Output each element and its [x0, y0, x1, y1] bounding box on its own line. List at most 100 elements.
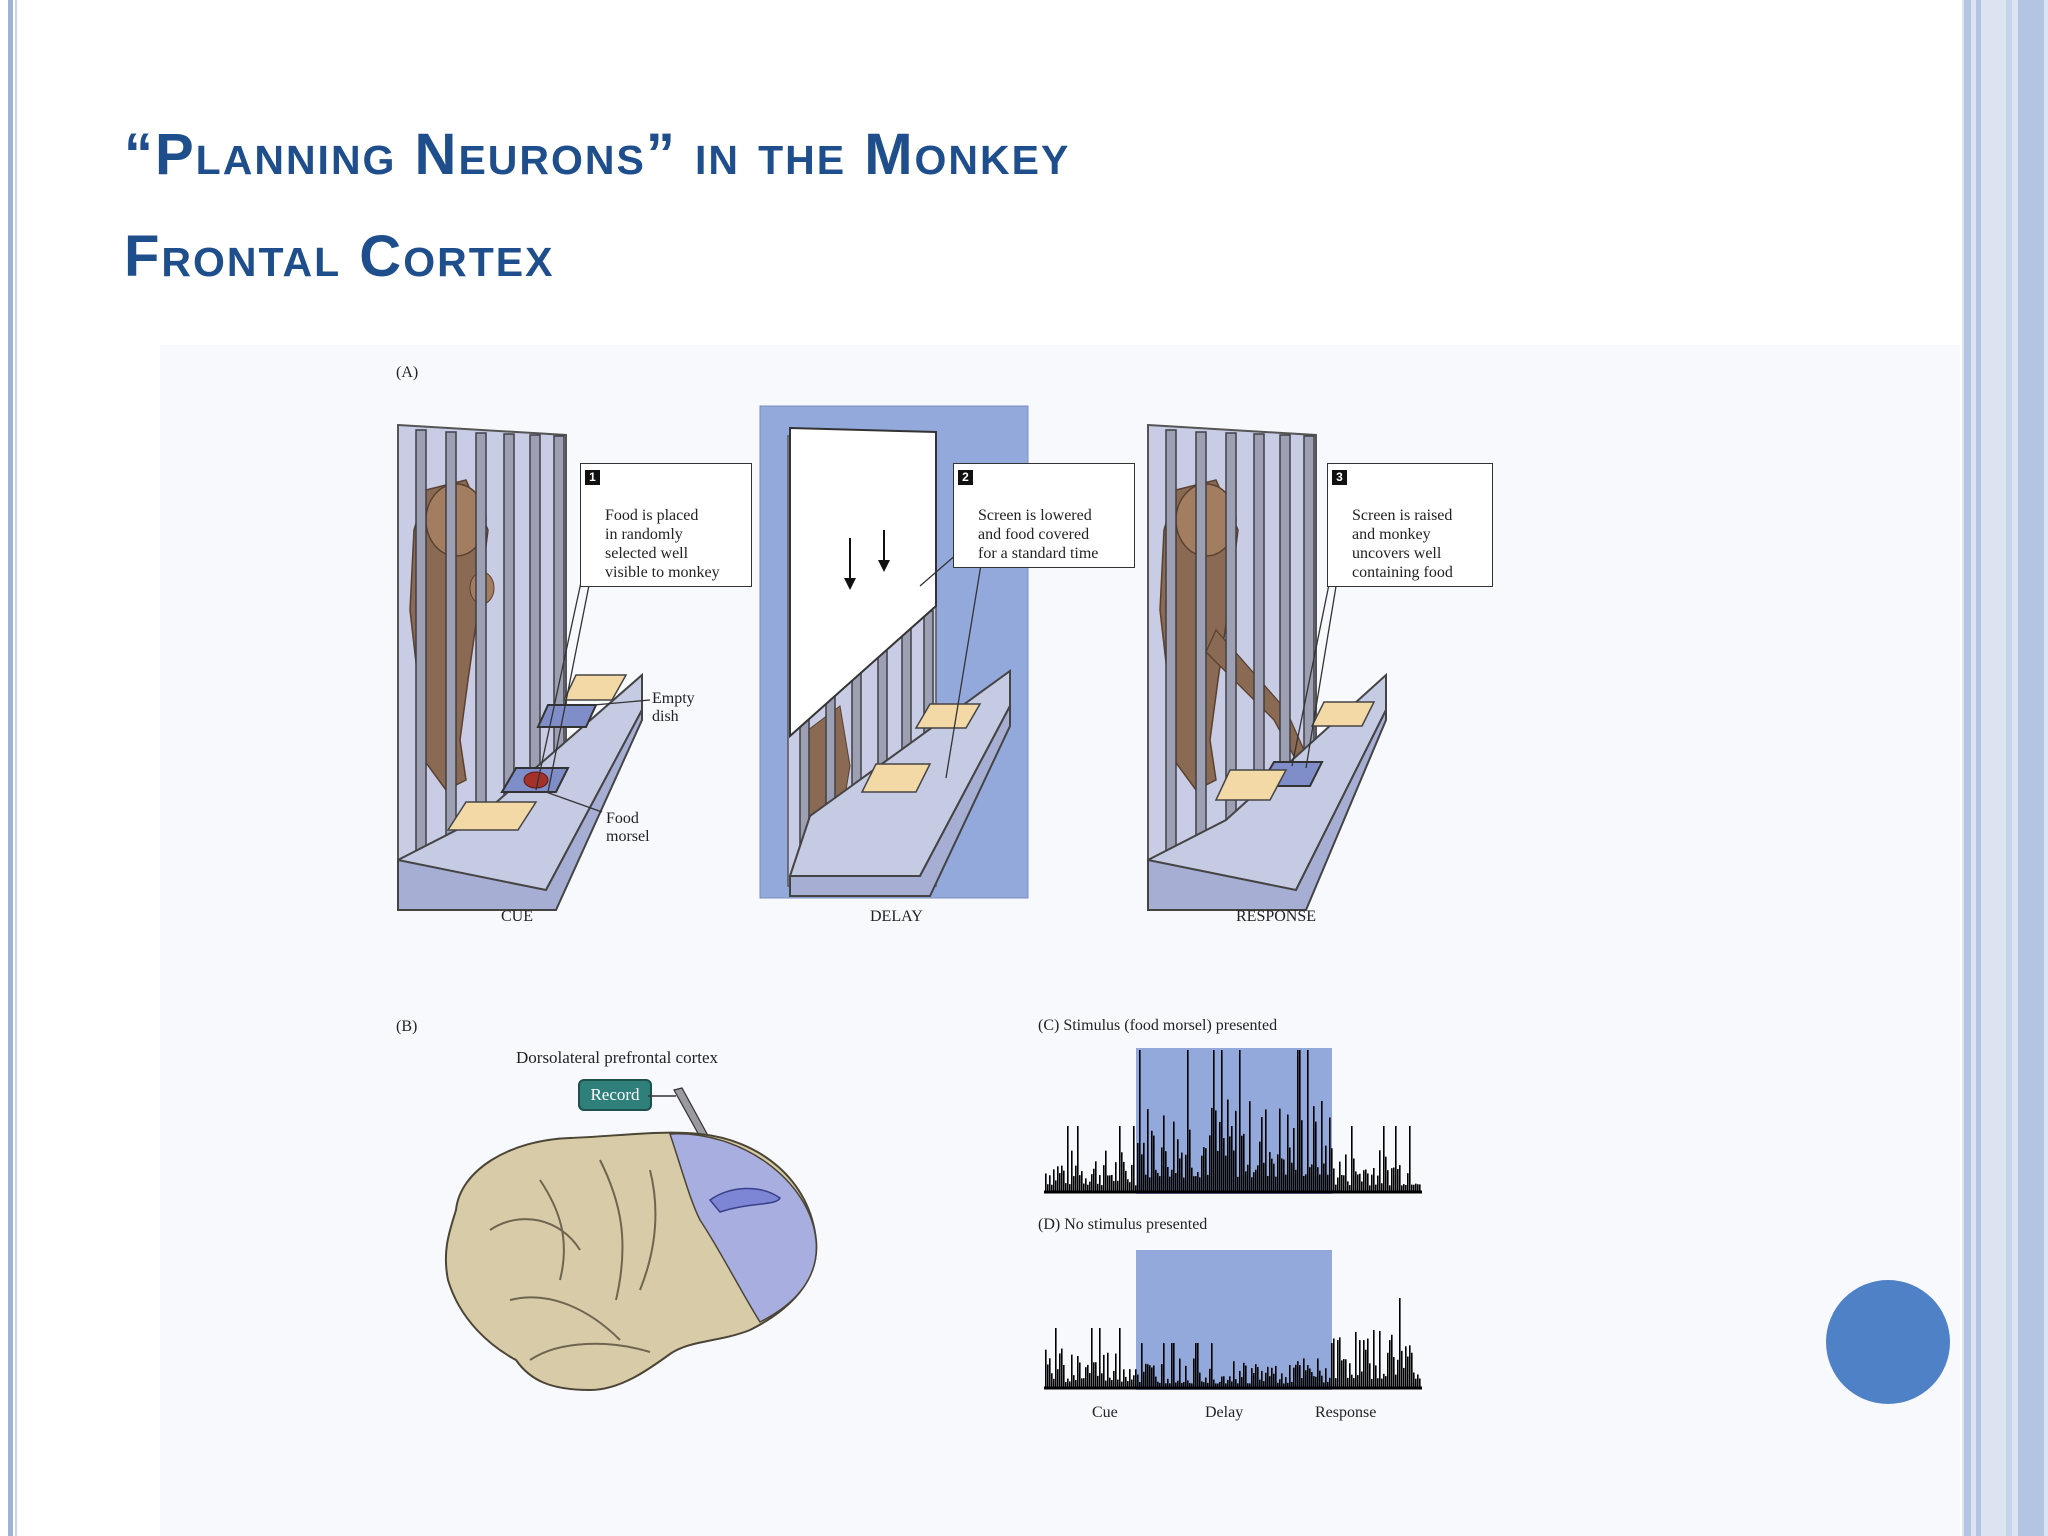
- histogram-spike: [1405, 1185, 1407, 1192]
- histogram-spike: [1061, 1348, 1063, 1388]
- histogram-spike: [1173, 1343, 1175, 1388]
- right-stripe: [2006, 0, 2012, 1536]
- histogram-spike: [1369, 1185, 1371, 1192]
- histogram-spike: [1089, 1373, 1091, 1388]
- histogram-spike: [1351, 1126, 1353, 1192]
- tray-front: [789, 705, 1011, 897]
- histogram-spike: [1267, 1366, 1269, 1388]
- histogram-spike: [1063, 1364, 1065, 1388]
- histogram-spike: [1213, 1050, 1215, 1192]
- histogram-spike: [1165, 1383, 1167, 1388]
- histogram-spike: [1159, 1382, 1161, 1388]
- histogram-spike: [1047, 1364, 1049, 1388]
- histogram-spike: [1379, 1150, 1381, 1192]
- histogram-spike: [1141, 1154, 1143, 1192]
- cage-bars: [415, 429, 565, 886]
- histogram-spike: [1183, 1381, 1185, 1388]
- histogram-spike: [1095, 1362, 1097, 1388]
- histogram-spike: [1197, 1172, 1199, 1192]
- histogram-spike: [1259, 1379, 1261, 1388]
- histogram-spike: [1081, 1378, 1083, 1388]
- histogram-spike: [1191, 1383, 1193, 1388]
- callout-number: 1: [585, 470, 600, 485]
- histogram-spike: [1087, 1184, 1089, 1192]
- histogram-spike: [1399, 1298, 1401, 1388]
- response-illustration: [1147, 423, 1387, 911]
- histogram-spike: [1077, 1355, 1079, 1388]
- histogram-spike: [1267, 1176, 1269, 1192]
- histogram-spike: [1249, 1383, 1251, 1388]
- histogram-spike: [1343, 1359, 1345, 1388]
- histogram-spike: [1415, 1378, 1417, 1388]
- histogram-spike: [1273, 1373, 1275, 1388]
- callout-delay: 2 Screen is lowered and food covered for…: [953, 463, 1135, 568]
- histogram-spike: [1103, 1165, 1105, 1192]
- leader-line: [593, 699, 651, 706]
- histogram-spike: [1141, 1343, 1143, 1388]
- histogram-spike: [1231, 1126, 1233, 1192]
- histogram-spike: [1239, 1370, 1241, 1388]
- histogram-spike: [1135, 1369, 1137, 1388]
- histogram-spike: [1277, 1154, 1279, 1192]
- histogram-spike: [1113, 1180, 1115, 1192]
- histogram-spike: [1073, 1375, 1075, 1388]
- histogram-spike: [1413, 1372, 1415, 1388]
- histogram-spike: [1189, 1383, 1191, 1388]
- histogram-spike: [1071, 1150, 1073, 1192]
- histogram-spike: [1413, 1184, 1415, 1192]
- histogram-spike: [1337, 1177, 1339, 1192]
- histogram-spike: [1051, 1373, 1053, 1388]
- histogram-spike: [1097, 1375, 1099, 1388]
- histogram-spike: [1263, 1381, 1265, 1388]
- histogram-spike: [1269, 1376, 1271, 1388]
- histogram-spike: [1085, 1178, 1087, 1192]
- histogram-spike: [1307, 1050, 1309, 1192]
- histogram-spike: [1417, 1184, 1419, 1192]
- histogram-spike: [1127, 1381, 1129, 1388]
- histogram-spike: [1285, 1174, 1287, 1192]
- histogram-spike: [1045, 1349, 1047, 1388]
- histogram-spike: [1391, 1334, 1393, 1388]
- well-cover: [860, 763, 932, 793]
- histogram-spike: [1093, 1362, 1095, 1388]
- slide-title: “Planning Neurons” in the Monkey Frontal…: [124, 104, 1824, 308]
- histogram-spike: [1401, 1350, 1403, 1388]
- histogram-spike: [1347, 1181, 1349, 1192]
- histogram-spike: [1159, 1176, 1161, 1192]
- histogram-spike: [1083, 1378, 1085, 1388]
- histogram-spike: [1309, 1167, 1311, 1192]
- temporal-sulcus: [529, 1342, 651, 1361]
- histogram-spike: [1181, 1382, 1183, 1388]
- dlpfc-label: Dorsolateral prefrontal cortex: [516, 1048, 719, 1067]
- histogram-spike: [1331, 1343, 1333, 1388]
- histogram-spike: [1205, 1377, 1207, 1388]
- histogram-spike: [1419, 1378, 1421, 1388]
- histogram-spike: [1155, 1169, 1157, 1192]
- histogram-spike: [1317, 1358, 1319, 1388]
- histogram-spike: [1329, 1117, 1331, 1192]
- histogram-spike: [1045, 1173, 1047, 1192]
- histogram-spike: [1145, 1174, 1147, 1192]
- histogram-spike: [1055, 1328, 1057, 1388]
- histogram-spike: [1327, 1381, 1329, 1388]
- histogram-spike: [1103, 1354, 1105, 1388]
- histogram-spike: [1315, 1376, 1317, 1388]
- histogram-spike: [1137, 1142, 1139, 1192]
- food-morsel-label: Food morsel: [606, 810, 650, 845]
- histogram-spike: [1311, 1371, 1313, 1388]
- histogram-spike: [1303, 1358, 1305, 1388]
- tray-front: [397, 709, 643, 911]
- histogram-spike: [1131, 1379, 1133, 1388]
- histogram-spike: [1123, 1369, 1125, 1388]
- leader-line: [547, 549, 597, 793]
- histogram-spike: [1219, 1381, 1221, 1388]
- histogram-spike: [1203, 1147, 1205, 1192]
- histogram-spike: [1309, 1368, 1311, 1388]
- histogram-spike: [1287, 1114, 1289, 1192]
- callout-response: 3 Screen is raised and monkey uncovers w…: [1327, 463, 1493, 587]
- histogram-spike: [1179, 1158, 1181, 1192]
- histogram-spike: [1225, 1155, 1227, 1192]
- histogram-spike: [1149, 1177, 1151, 1192]
- histogram-spike: [1059, 1353, 1061, 1388]
- histogram-spike: [1247, 1383, 1249, 1388]
